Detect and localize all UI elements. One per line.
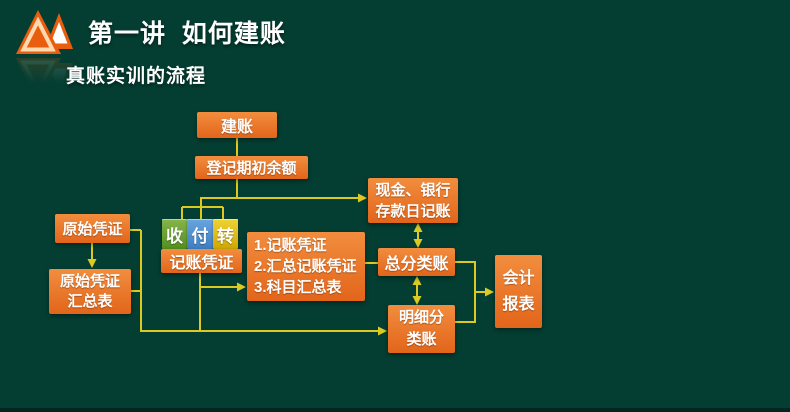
connector-balance-to-cash-journal xyxy=(236,179,367,203)
node-cash-bank-journal-line2: 存款日记账 xyxy=(375,202,451,220)
voucher-output-item-3: 3.科目汇总表 xyxy=(254,279,342,296)
tag-receipt: 收 xyxy=(162,219,187,249)
connector-bookkeeping-to-outputs xyxy=(199,273,246,331)
node-cash-bank-journal-line1: 现金、银行 xyxy=(375,181,451,199)
node-voucher-summary-line2: 汇总表 xyxy=(67,292,113,310)
node-financial-report: 会计 报表 xyxy=(495,255,542,328)
slide-title: 第一讲 如何建账 xyxy=(88,20,286,48)
node-voucher-summary: 原始凭证 汇总表 xyxy=(49,269,131,314)
tag-transfer: 转 xyxy=(213,219,238,249)
node-setup-accounts: 建账 xyxy=(197,112,277,138)
node-voucher-outputs: 1.记账凭证 2.汇总记账凭证 3.科目汇总表 xyxy=(247,232,365,301)
connector-original-to-summary xyxy=(87,243,97,268)
node-opening-balance-label: 登记期初余额 xyxy=(206,160,297,177)
node-subsidiary-ledger: 明细分 类账 xyxy=(388,305,455,353)
connector-cash-ledger-double-arrow xyxy=(413,223,423,248)
node-opening-balance: 登记期初余额 xyxy=(195,156,308,179)
mountain-logo-icon xyxy=(16,10,73,54)
node-subsidiary-ledger-line1: 明细分 xyxy=(398,309,444,326)
node-original-voucher-label: 原始凭证 xyxy=(62,221,123,238)
voucher-output-item-1: 1.记账凭证 xyxy=(254,237,327,254)
voucher-output-item-2: 2.汇总记账凭证 xyxy=(254,258,357,275)
node-general-ledger-label: 总分类账 xyxy=(384,256,449,273)
tag-receipt-label: 收 xyxy=(166,226,183,246)
node-voucher-summary-line1: 原始凭证 xyxy=(59,272,120,290)
tag-payment-label: 付 xyxy=(191,226,209,246)
tag-transfer-label: 转 xyxy=(217,226,234,246)
node-bookkeeping-voucher-label: 记账凭证 xyxy=(169,255,234,272)
connector-ledger-subsidiary-double-arrow xyxy=(412,276,422,305)
bottom-edge-strip xyxy=(0,408,790,412)
node-financial-report-line1: 会计 xyxy=(502,269,535,287)
connector-balance-to-voucher-tags xyxy=(181,197,237,219)
connector-ledgers-to-report xyxy=(455,261,494,323)
node-general-ledger: 总分类账 xyxy=(378,248,455,276)
node-subsidiary-ledger-line2: 类账 xyxy=(406,331,437,348)
node-financial-report-line2: 报表 xyxy=(502,295,535,313)
slide-subtitle: 真账实训的流程 xyxy=(66,66,207,87)
node-cash-bank-journal: 现金、银行 存款日记账 xyxy=(368,178,458,223)
node-bookkeeping-voucher: 记账凭证 xyxy=(161,249,242,273)
node-setup-label: 建账 xyxy=(220,119,253,136)
node-original-voucher: 原始凭证 xyxy=(55,214,130,243)
tag-payment: 付 xyxy=(187,219,213,249)
